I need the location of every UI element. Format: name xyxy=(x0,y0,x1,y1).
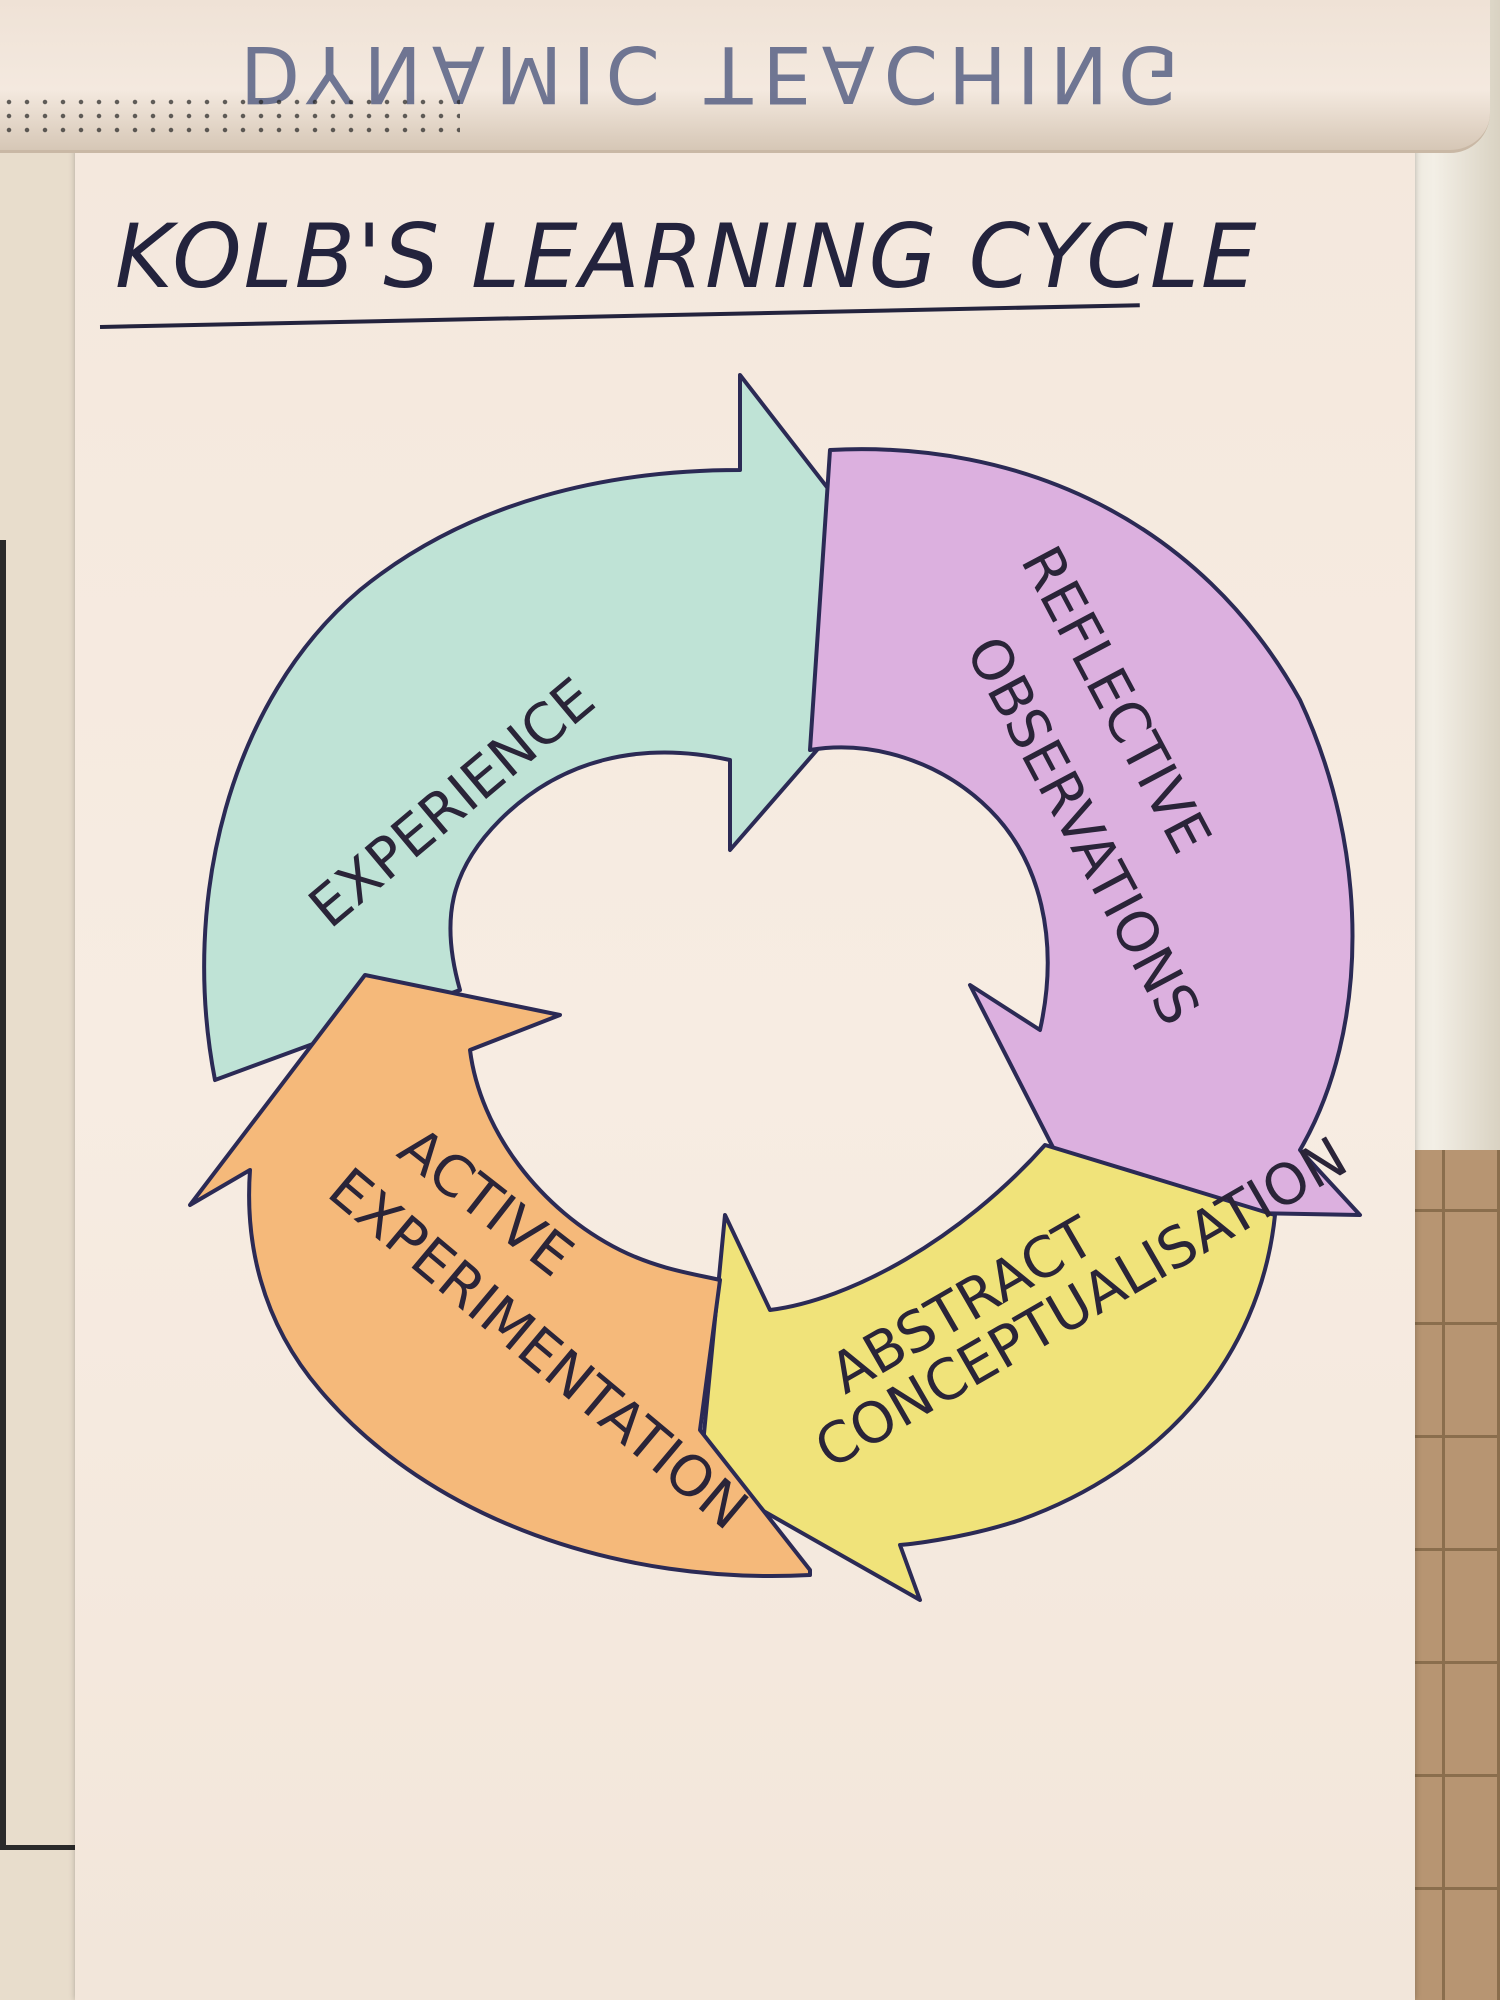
reflective-observations-arrow xyxy=(808,447,1362,1217)
flipchart-roll: DYNAMIC TEACHING xyxy=(0,0,1490,153)
active-experimentation-arrow xyxy=(188,973,812,1578)
board-edge-line xyxy=(0,540,116,1850)
page-title: KOLB'S LEARNING CYCLE xyxy=(115,205,1259,308)
experience-arrow xyxy=(202,373,932,1082)
roll-dots xyxy=(0,95,460,135)
abstract-conceptualisation-arrow xyxy=(698,1143,1277,1602)
